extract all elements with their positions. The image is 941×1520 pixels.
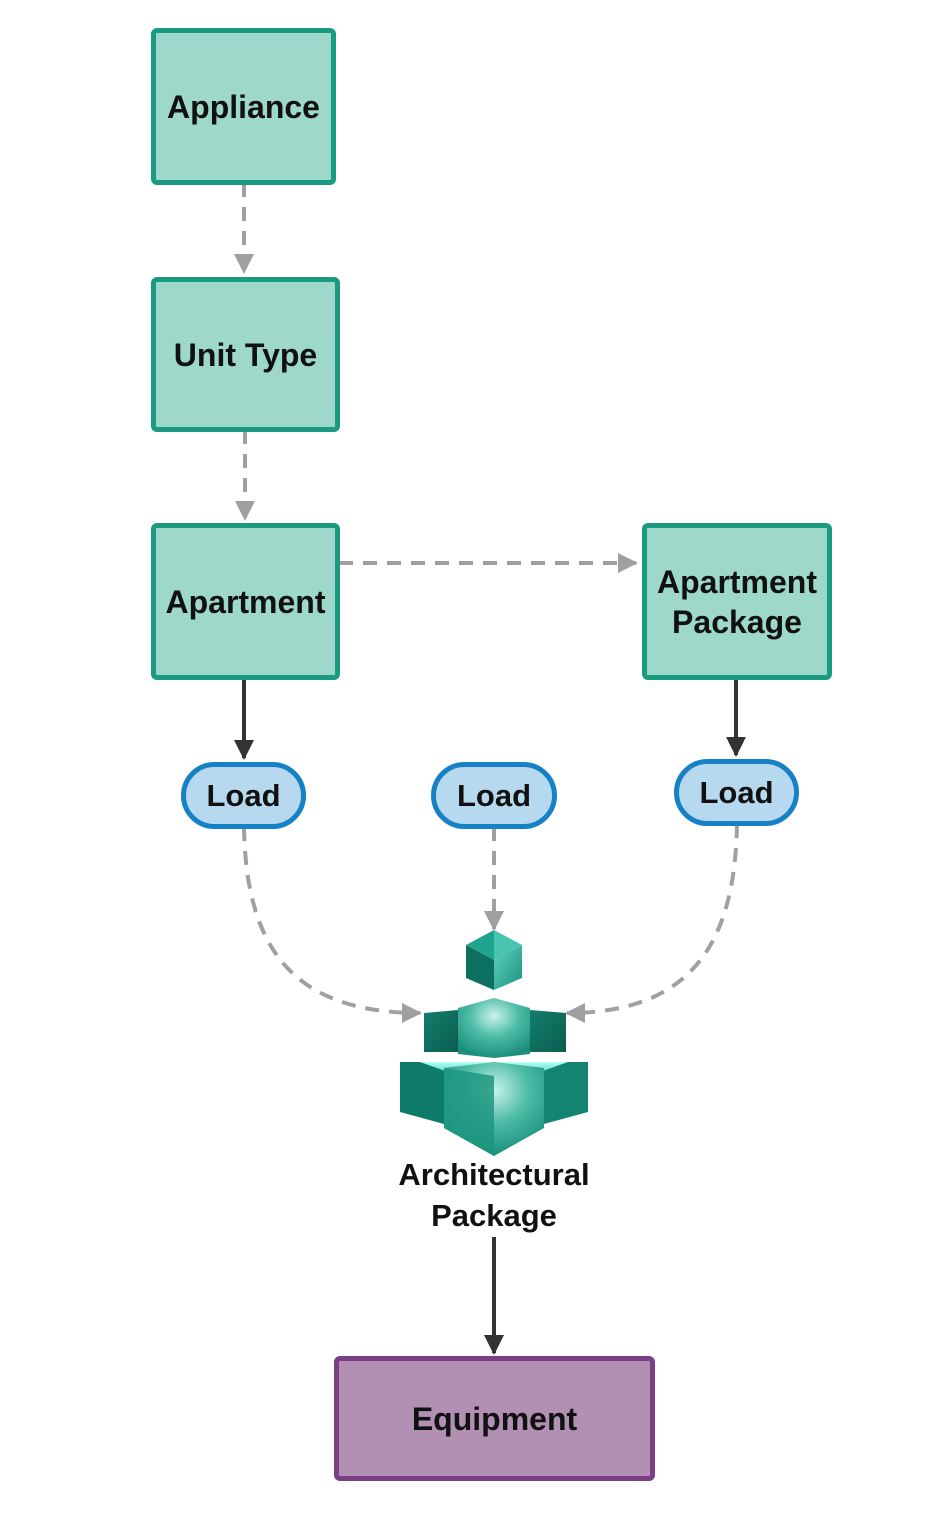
load-left-node[interactable]: Load (181, 762, 306, 829)
unit-type-label: Unit Type (173, 336, 318, 373)
load-center-node[interactable]: Load (431, 762, 557, 829)
appliance-node[interactable]: Appliance (151, 28, 336, 185)
edge-load-left-architectural-package (242, 826, 422, 1023)
load-right-node[interactable]: Load (674, 759, 799, 826)
load-right-label: Load (699, 774, 774, 810)
apartment-package-label-line2: Package (672, 603, 802, 640)
equipment-node[interactable]: Equipment (334, 1356, 655, 1481)
apartment-package-label: Apartment Package (657, 562, 817, 642)
equipment-label: Equipment (411, 1400, 578, 1437)
apartment-label: Apartment (165, 583, 326, 620)
stacked-cubes-icon (400, 930, 588, 1156)
appliance-label: Appliance (167, 88, 320, 125)
load-left-label: Load (206, 777, 281, 813)
architectural-package-label-line1: Architectural (398, 1157, 590, 1192)
apartment-package-label-line1: Apartment (656, 563, 817, 600)
architectural-package-label: Architectural Package (360, 1154, 628, 1236)
load-center-label: Load (456, 777, 532, 813)
unit-type-node[interactable]: Unit Type (151, 277, 340, 432)
architectural-package-label-line2: Package (431, 1198, 557, 1233)
apartment-node[interactable]: Apartment (151, 523, 340, 680)
apartment-package-node[interactable]: Apartment Package (642, 523, 832, 680)
edge-load-right-architectural-package (565, 823, 739, 1023)
